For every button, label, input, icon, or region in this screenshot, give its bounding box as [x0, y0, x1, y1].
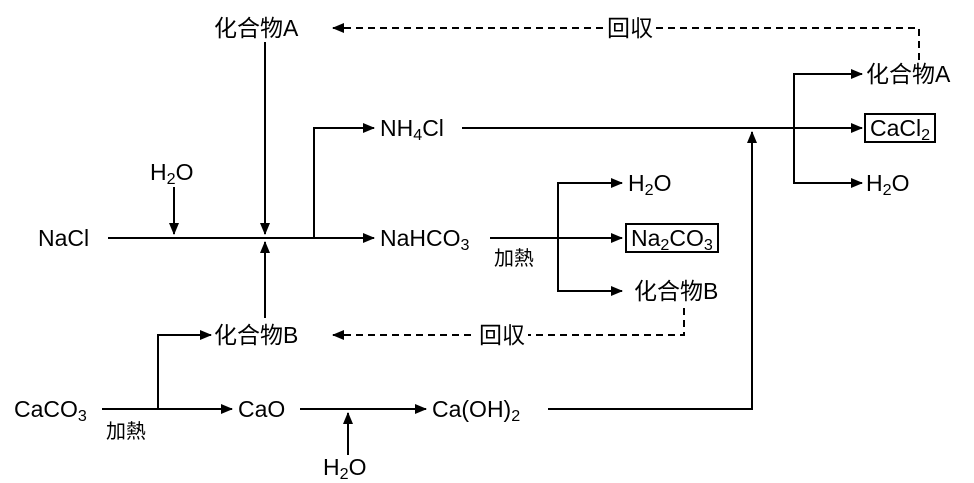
caco3-to-compound-b-arrow — [157, 330, 212, 409]
h2o-middle-label: H2O — [628, 170, 672, 200]
recover-compound-b-dashed-arrow — [332, 308, 685, 340]
to-h2o-right-arrow — [793, 128, 863, 188]
compound-b-right-label: 化合物B — [634, 278, 719, 304]
heat-label-middle: 加熱 — [494, 248, 534, 270]
to-compound-b-right-arrow — [557, 238, 623, 296]
compound-b-left-label: 化合物B — [214, 322, 299, 348]
recover-b-label: 回収 — [476, 321, 528, 349]
main-to-nh4cl-arrow — [313, 123, 375, 238]
h2o-bottom-label: H2O — [323, 454, 367, 483]
caoh2-to-nh4cl-line-arrow — [548, 131, 757, 410]
nh4cl-label: NH4Cl — [380, 115, 444, 145]
na2co3-product-box: Na2CO3 — [625, 223, 719, 253]
to-compound-a-right-arrow — [793, 69, 863, 128]
heat-label-bottom: 加熱 — [106, 421, 146, 443]
cacl2-product-box: CaCl2 — [864, 113, 937, 143]
recover-compound-a-dashed-arrow — [332, 23, 920, 60]
recover-a-label: 回収 — [604, 14, 656, 42]
nacl-label: NaCl — [38, 225, 90, 251]
to-h2o-middle-arrow — [557, 178, 623, 238]
caoh2-label: Ca(OH)2 — [432, 396, 521, 426]
caco3-label: CaCO3 — [14, 396, 87, 426]
h2o-input-label: H2O — [150, 159, 194, 189]
h2o-right-label: H2O — [866, 170, 910, 200]
compound-a-right-label: 化合物A — [866, 61, 951, 87]
nahco3-label: NaHCO3 — [380, 225, 470, 255]
compound-a-top-label: 化合物A — [214, 15, 299, 41]
cao-label: CaO — [238, 396, 286, 422]
